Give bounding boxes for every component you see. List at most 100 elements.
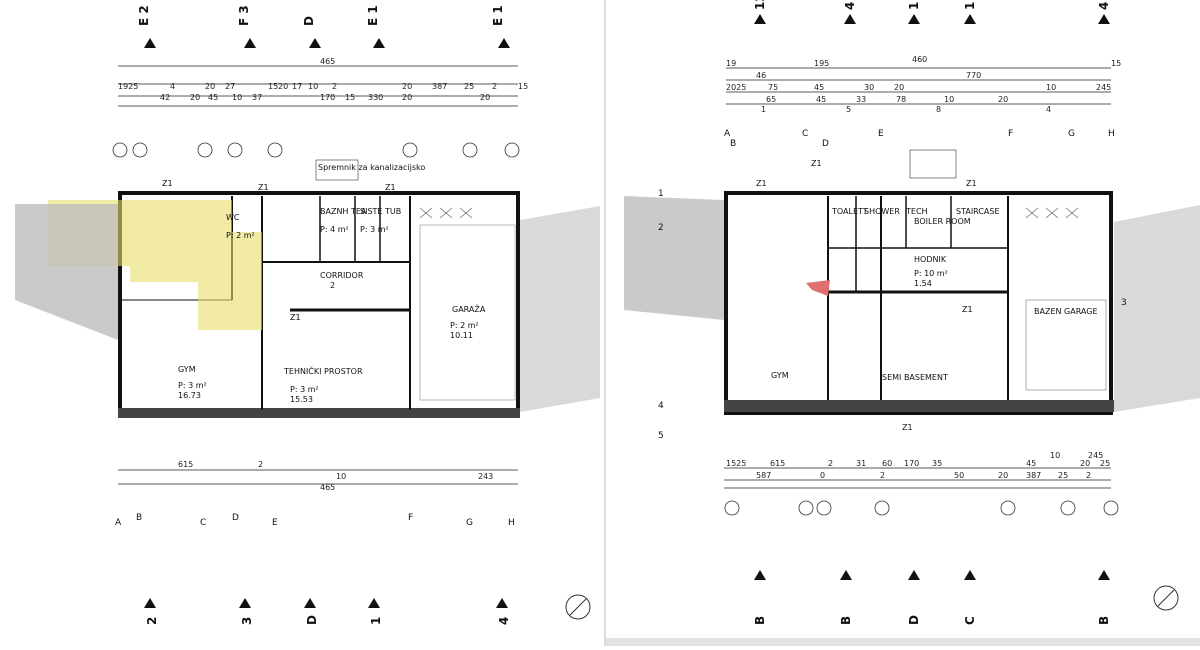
svg-text:20: 20 <box>190 93 200 102</box>
svg-text:170: 170 <box>320 93 335 102</box>
svg-text:10: 10 <box>1050 451 1060 460</box>
svg-text:615: 615 <box>770 459 785 468</box>
svg-text:15: 15 <box>268 82 278 91</box>
svg-text:12: 12 <box>753 0 767 10</box>
svg-text:4: 4 <box>1097 2 1111 10</box>
svg-text:1525: 1525 <box>726 459 746 468</box>
svg-text:2: 2 <box>658 223 664 233</box>
section-label: 1 <box>369 617 383 625</box>
terrain-right <box>520 206 600 412</box>
room-extra: 15.53 <box>290 395 313 404</box>
svg-text:20: 20 <box>1080 459 1090 468</box>
svg-text:20: 20 <box>205 82 215 91</box>
svg-text:60: 60 <box>882 459 892 468</box>
right-floor-plan: 12 4 1 1 4 19 195 460 15 46 770 2025 75 … <box>606 0 1200 646</box>
svg-text:587: 587 <box>756 471 771 480</box>
svg-text:TECH: TECH <box>905 207 928 216</box>
building-walls <box>118 191 520 418</box>
overall-dimension: 465 <box>320 57 335 66</box>
svg-text:45: 45 <box>208 93 218 102</box>
dims-row1: 1925 4 20 27 15 20 17 10 2 20 387 25 2 1… <box>118 82 528 91</box>
dims-row2: 42 20 45 10 37 170 15 330 20 20 <box>160 93 490 102</box>
svg-text:1.54: 1.54 <box>914 279 932 288</box>
room-area: P: 4 m² <box>320 225 349 234</box>
svg-text:50: 50 <box>954 471 964 480</box>
room-name: GARAŽA <box>452 303 486 314</box>
svg-text:33: 33 <box>856 95 866 104</box>
svg-text:SEMI BASEMENT: SEMI BASEMENT <box>882 373 948 382</box>
right-plan-drawing: 12 4 1 1 4 19 195 460 15 46 770 2025 75 … <box>624 0 1200 625</box>
dimension-lines-top <box>118 65 518 107</box>
svg-text:10: 10 <box>336 472 346 481</box>
svg-text:SHOWER: SHOWER <box>864 207 900 216</box>
svg-text:387: 387 <box>1026 471 1041 480</box>
svg-text:E: E <box>272 518 278 528</box>
svg-text:15: 15 <box>1111 59 1121 68</box>
room-name: TEHNIČKI PROSTOR <box>283 365 363 376</box>
svg-text:GYM: GYM <box>771 371 789 380</box>
svg-text:B: B <box>136 513 142 523</box>
svg-text:C: C <box>802 129 808 139</box>
svg-text:F: F <box>408 513 413 523</box>
room-area: P: 3 m² <box>290 385 319 394</box>
svg-text:45: 45 <box>1026 459 1036 468</box>
svg-text:25: 25 <box>1100 459 1110 468</box>
svg-text:A: A <box>115 518 122 528</box>
svg-text:1: 1 <box>963 2 977 10</box>
section-label: 3 <box>240 617 254 625</box>
svg-text:25: 25 <box>1058 471 1068 480</box>
svg-text:30: 30 <box>864 83 874 92</box>
north-arrow-icon <box>1153 585 1179 611</box>
svg-text:H: H <box>508 518 515 528</box>
panel-divider <box>604 0 606 646</box>
svg-text:465: 465 <box>320 483 335 492</box>
svg-text:20: 20 <box>278 82 288 91</box>
svg-text:20: 20 <box>402 93 412 102</box>
svg-text:615: 615 <box>178 460 193 469</box>
axis-bubbles-bottom <box>724 500 1119 516</box>
svg-text:2: 2 <box>332 82 337 91</box>
svg-text:B: B <box>839 616 853 625</box>
svg-text:Z1: Z1 <box>962 305 973 314</box>
section-markers-top: 12 4 1 1 4 <box>753 0 1111 24</box>
axis-labels-top: A B C D E F G H <box>724 129 1115 149</box>
terrain-left <box>15 204 118 340</box>
svg-text:D: D <box>907 615 921 625</box>
svg-text:5: 5 <box>846 105 851 114</box>
axis-bubbles-top <box>112 142 520 158</box>
svg-text:19: 19 <box>726 59 736 68</box>
garage-door-hatch <box>1025 207 1079 219</box>
svg-text:BAZEN GARAGE: BAZEN GARAGE <box>1034 307 1098 316</box>
svg-text:B: B <box>753 616 767 625</box>
section-label: 2 <box>145 617 159 625</box>
svg-text:E: E <box>878 129 884 139</box>
section-label: F 3 <box>237 5 251 26</box>
svg-text:G: G <box>466 518 473 528</box>
svg-text:20: 20 <box>402 82 412 91</box>
svg-text:27: 27 <box>225 82 235 91</box>
svg-text:2: 2 <box>258 460 263 469</box>
room-name: GYM <box>178 365 196 374</box>
svg-text:20: 20 <box>998 95 1008 104</box>
wall-tag: Z1 <box>162 179 173 188</box>
building-walls <box>724 191 1114 415</box>
room-name: CORRIDOR <box>320 271 364 280</box>
north-arrow-icon <box>565 594 591 620</box>
svg-text:4: 4 <box>658 401 664 411</box>
terrain-left <box>624 196 724 320</box>
room-name: WC <box>226 213 240 222</box>
svg-text:Z1: Z1 <box>902 423 913 432</box>
svg-text:1925: 1925 <box>118 82 138 91</box>
svg-text:387: 387 <box>432 82 447 91</box>
svg-text:1: 1 <box>761 105 766 114</box>
svg-text:1: 1 <box>907 2 921 10</box>
svg-text:10: 10 <box>308 82 318 91</box>
svg-text:20: 20 <box>894 83 904 92</box>
svg-text:2025: 2025 <box>726 83 746 92</box>
svg-text:8: 8 <box>936 105 941 114</box>
svg-text:20: 20 <box>480 93 490 102</box>
svg-text:Z1: Z1 <box>966 179 977 188</box>
svg-text:46: 46 <box>756 71 766 80</box>
svg-text:10: 10 <box>232 93 242 102</box>
svg-text:0: 0 <box>820 471 825 480</box>
